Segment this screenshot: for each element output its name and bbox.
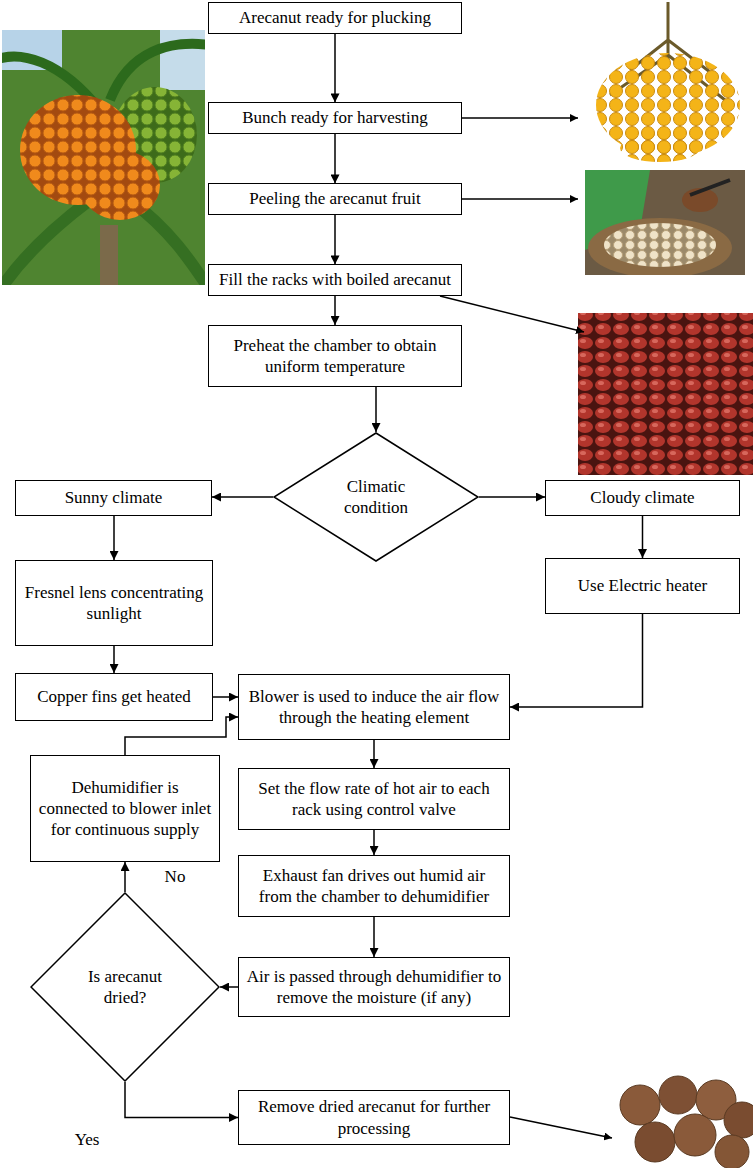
flow-arrow: [334, 215, 336, 265]
flow-arrow: [113, 646, 115, 673]
node-text: Is arecanut dried?: [77, 966, 173, 1009]
flow-arrow: [373, 830, 375, 855]
node-text: Air is passed through dehumidifier to re…: [245, 966, 503, 1009]
process-box: Bunch ready for harvesting: [208, 102, 462, 133]
process-box: Air is passed through dehumidifier to re…: [238, 957, 510, 1017]
edge-label: No: [162, 867, 189, 887]
node-text: Fill the racks with boiled arecanut: [219, 269, 451, 290]
palm-photo: [2, 30, 205, 285]
flow-arrow: [479, 496, 545, 498]
flow-arrow: [375, 387, 377, 432]
process-box: Set the flow rate of hot air to each rac…: [238, 768, 510, 830]
process-box: Fresnel lens concentrating sunlight: [15, 560, 213, 646]
process-box: Fill the racks with boiled arecanut: [208, 264, 462, 295]
process-box: Peeling the arecanut fruit: [208, 183, 462, 214]
process-box: Sunny climate: [15, 480, 212, 516]
diamond-outline: [30, 892, 220, 1082]
flow-arrow: [373, 917, 375, 957]
node-text: Exhaust fan drives out humid air from th…: [245, 865, 503, 908]
edge-label: Yes: [72, 1129, 103, 1149]
node-text: Blower is used to induce the air flow th…: [245, 686, 503, 729]
node-text: Peeling the arecanut fruit: [249, 188, 420, 209]
process-box: Preheat the chamber to obtain uniform te…: [208, 325, 462, 387]
node-text: Cloudy climate: [590, 487, 694, 508]
decision-diamond: Is arecanut dried?: [30, 892, 220, 1082]
node-text: Preheat the chamber to obtain uniform te…: [215, 335, 455, 378]
node-text: Fresnel lens concentrating sunlight: [22, 582, 206, 625]
flow-arrow: [113, 516, 115, 560]
flow-arrow: [373, 740, 375, 768]
node-text: Remove dried arecanut for further proces…: [245, 1096, 503, 1139]
process-box: Use Electric heater: [545, 558, 740, 614]
node-text: Dehumidifier is connected to blower inle…: [37, 777, 213, 841]
process-box: Dehumidifier is connected to blower inle…: [30, 755, 220, 862]
bunch-photo: [596, 2, 740, 162]
node-text: Set the flow rate of hot air to each rac…: [245, 778, 503, 821]
diamond-outline: [273, 432, 479, 562]
node-text: Bunch ready for harvesting: [242, 107, 428, 128]
flow-arrow: [510, 614, 643, 707]
flow-arrow: [124, 862, 126, 892]
node-text: Copper fins get heated: [37, 686, 190, 707]
node-text: Arecanut ready for plucking: [239, 7, 431, 28]
flow-arrow: [213, 696, 238, 698]
flow-arrow: [334, 34, 336, 103]
boiled-arecanut-photo: [578, 313, 753, 475]
process-box: Cloudy climate: [545, 480, 740, 516]
process-box: Arecanut ready for plucking: [208, 2, 462, 33]
dried-arecanut-photo: [620, 1076, 753, 1168]
process-box: Remove dried arecanut for further proces…: [238, 1090, 510, 1145]
flow-arrow: [125, 717, 238, 755]
flow-arrow: [125, 1082, 238, 1118]
process-box: Exhaust fan drives out humid air from th…: [238, 855, 510, 917]
decision-diamond: Climatic condition: [273, 432, 479, 562]
process-box: Copper fins get heated: [15, 673, 213, 721]
peeling-photo: [585, 170, 745, 275]
node-text: Sunny climate: [65, 487, 163, 508]
flow-arrow: [334, 296, 336, 325]
node-text: Climatic condition: [321, 476, 431, 519]
node-text: Use Electric heater: [578, 575, 707, 596]
flow-arrow: [334, 134, 336, 184]
flow-arrow: [220, 986, 238, 988]
flow-arrow: [212, 496, 273, 498]
process-box: Blower is used to induce the air flow th…: [238, 674, 510, 740]
flow-arrow: [642, 516, 644, 558]
